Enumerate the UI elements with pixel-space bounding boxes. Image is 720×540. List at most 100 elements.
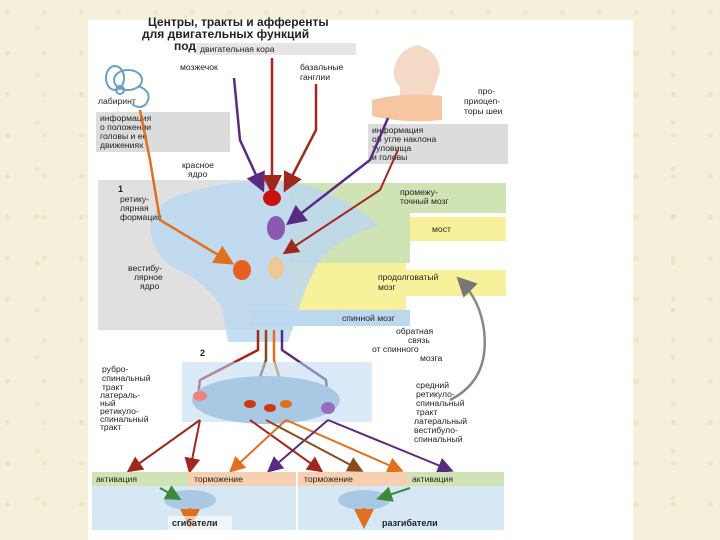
output-brown-1 [265, 419, 364, 472]
lat-reticulospinal-label-5: тракт [100, 422, 121, 432]
med-reticulospinal-label-2: ретикуло- [416, 389, 455, 399]
reticular-label-1: ретику- [120, 194, 149, 204]
basal-ganglia-label-2: ганглии [300, 72, 330, 82]
med-reticulospinal-label-1: средний [416, 380, 449, 390]
feedback-arrow [449, 276, 486, 402]
lat-vestibulospinal-label-3: спинальный [414, 434, 463, 444]
extensors-inhibition-label: торможение [304, 474, 353, 484]
spinal-cross-section [192, 376, 340, 424]
head-info-3: головы и ее [100, 131, 148, 141]
reticular-label-3: формация [120, 212, 162, 222]
rubrospinal-label-2: спинальный [102, 373, 151, 383]
lat-reticulospinal-label-2: ный [100, 398, 116, 408]
tilt-info-2: об угле наклона [372, 134, 437, 144]
section-2-label: 2 [200, 348, 205, 358]
reticular-nucleus [267, 216, 285, 240]
flexors-green-arrow [159, 485, 182, 500]
labyrinth-label: лабиринт [98, 96, 136, 106]
tilt-info-3: туловища [372, 143, 411, 153]
rubrospinal-label-1: рубро- [102, 364, 129, 374]
flexors-label: сгибатели [172, 518, 218, 528]
head-info-1: информация [100, 113, 152, 123]
output-red-1 [126, 419, 201, 473]
lat-reticulospinal-label-4: спинальный [100, 414, 149, 424]
reticular-label-2: лярная [120, 203, 149, 213]
tilt-info-4: и головы [372, 152, 407, 162]
medulla-label-1: продолговатый [378, 272, 439, 282]
flexors-inhibition-box [188, 472, 296, 486]
flexors-inhibition-label: торможение [194, 474, 243, 484]
spinal-cord-label: спинной мозг [342, 313, 395, 323]
extensors-green-arrow [376, 486, 411, 502]
med-reticulospinal-label-4: тракт [416, 407, 437, 417]
cerebellum-label: мозжечок [180, 62, 218, 72]
red-nucleus-label-2: ядро [188, 169, 207, 179]
pons-yellow-box [410, 217, 506, 241]
pons-label: мост [432, 224, 451, 234]
cerebellum-to-red-nucleus [232, 77, 265, 193]
output-orange-1 [229, 419, 287, 473]
flexors-label-bg [168, 516, 232, 530]
extensors-activation-label: активация [412, 474, 453, 484]
cortex-label: двигательная кора [200, 44, 275, 54]
feedback-label-3: от спинного [372, 344, 419, 354]
lat-vestibulospinal-label-2: вестибуло- [414, 425, 458, 435]
labyrinth-to-vestibular [138, 109, 235, 265]
vestibular-label-1: вестибу- [128, 263, 162, 273]
neck-proprio-label-3: торы шеи [464, 106, 503, 116]
lat-reticulospinal-spot-2 [264, 404, 276, 412]
neck-to-reticular [286, 117, 390, 226]
vestibular-label-3: ядро [140, 281, 159, 291]
feedback-label-2: связь [408, 335, 430, 345]
head-info-4: движениях [100, 140, 144, 150]
extensors-activation-box [408, 472, 504, 486]
output-purple-2 [327, 419, 454, 473]
medulla-yellow-box [370, 270, 506, 296]
extensors-panel [298, 486, 504, 530]
lat-reticulospinal-label-1: латераль- [100, 390, 140, 400]
red-nucleus [263, 190, 281, 206]
output-purple-1 [266, 419, 329, 473]
head-info-2: о положении [100, 122, 151, 132]
feedback-label-1: обратная [396, 326, 434, 336]
extensors-cross-section [338, 490, 390, 510]
basal-ganglia-label-1: базальные [300, 62, 344, 72]
title-line-1: Центры, тракты и афференты [148, 15, 329, 29]
neck-to-vestibular [282, 149, 399, 255]
labyrinth-icon [105, 65, 150, 108]
rubrospinal-label-3: тракт [102, 382, 123, 392]
flexors-activation-box [92, 472, 188, 486]
vestibulospinal-spot [280, 400, 292, 408]
output-red-2 [184, 419, 201, 474]
med-reticulospinal-spot [321, 402, 335, 414]
tilt-info-1: информация [372, 125, 424, 135]
midbrain-label-1: промежу- [400, 187, 438, 197]
lat-vestibulospinal-label-1: латеральный [414, 416, 467, 426]
medulla-label-2: мозг [378, 282, 396, 292]
feedback-label-4: мозга [420, 353, 442, 363]
title-line-2: для двигательных функций [142, 27, 309, 41]
section-1-label: 1 [118, 184, 123, 194]
lat-reticulospinal-spot-1 [244, 400, 256, 408]
extensors-inhibition-box [298, 472, 408, 486]
med-reticulospinal-label-3: спинальный [416, 398, 465, 408]
neck-proprio-label-1: про- [478, 86, 495, 96]
midbrain-label-2: точный мозг [400, 196, 449, 206]
output-red-3 [249, 419, 324, 473]
head-info-box [96, 112, 230, 152]
neck-proprio-label-2: приоцеп- [464, 96, 500, 106]
red-nucleus-label-1: красное [182, 160, 214, 170]
extensors-label: разгибатели [382, 518, 438, 528]
head-icon [372, 45, 442, 122]
spinal-cord-band [250, 310, 410, 326]
lat-reticulospinal-label-3: ретикуло- [100, 406, 139, 416]
reticular-lower-nucleus [268, 257, 284, 279]
vestibular-nucleus [233, 260, 251, 280]
tilt-info-box [368, 124, 508, 164]
basal-ganglia-to-red-nucleus [283, 84, 318, 193]
cortex-label-bg [196, 43, 356, 55]
output-orange-2 [285, 419, 404, 473]
brainstem-shape [150, 181, 380, 342]
flexors-cross-section [164, 490, 216, 510]
